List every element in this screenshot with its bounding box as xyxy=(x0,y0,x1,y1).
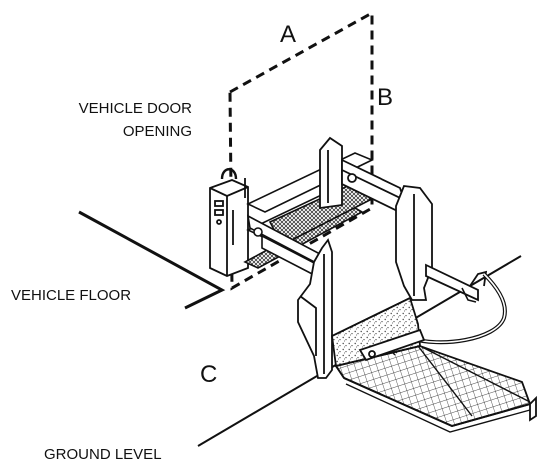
label-vehicle-door-line2: OPENING xyxy=(123,123,192,140)
label-dim-a: A xyxy=(280,21,296,48)
rear-left-post xyxy=(319,136,343,210)
lift-platform xyxy=(331,296,537,433)
control-box xyxy=(209,168,249,277)
left-tower xyxy=(297,238,333,379)
label-dim-b: B xyxy=(377,84,393,111)
right-tower xyxy=(395,185,433,301)
label-ground-level: GROUND LEVEL xyxy=(44,446,162,463)
label-vehicle-door-line1: VEHICLE DOOR xyxy=(79,100,193,117)
door-opening-outline xyxy=(228,10,374,291)
label-dim-c: C xyxy=(200,361,217,388)
vehicle-floor-line xyxy=(78,210,226,310)
label-vehicle-floor: VEHICLE FLOOR xyxy=(11,287,131,304)
